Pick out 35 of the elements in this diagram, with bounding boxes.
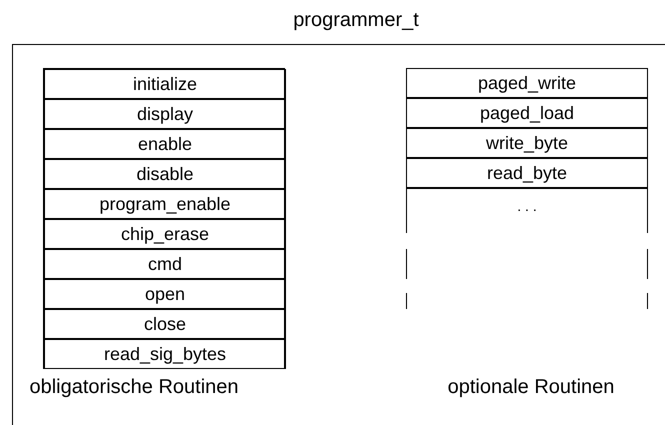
table-caption: obligatorische Routinen (28, 376, 240, 399)
routine-name: read_byte (486, 162, 568, 184)
table-row (44, 99, 286, 129)
table-row (406, 158, 648, 188)
table-row (44, 249, 286, 279)
routine-name: program_enable (98, 193, 232, 215)
table-row (406, 98, 648, 128)
routine-name: chip_erase (120, 223, 210, 245)
routine-table (43, 68, 285, 369)
routine-name: enable (136, 133, 194, 155)
table-row (44, 189, 286, 219)
routine-name: paged_load (478, 102, 576, 124)
routine-name: display (136, 103, 194, 125)
routine-name: paged_write (476, 72, 578, 94)
table-row (44, 219, 286, 249)
table-row (406, 128, 648, 158)
ellipsis: . . . (516, 197, 538, 216)
table-row (44, 279, 286, 309)
routine-name: write_byte (484, 132, 570, 154)
struct-title: programmer_t (292, 9, 420, 32)
routine-name: close (142, 313, 188, 335)
routine-name: read_sig_bytes (102, 343, 228, 365)
routine-name: cmd (146, 253, 183, 275)
table-row (44, 129, 286, 159)
table-caption: optionale Routinen (446, 376, 616, 399)
table-continuation (406, 188, 648, 311)
routine-name: initialize (132, 73, 198, 95)
routine-name: open (144, 283, 186, 305)
table-row (44, 309, 286, 339)
table-row (406, 68, 648, 98)
routine-name: disable (135, 163, 195, 185)
open-routine-table (406, 68, 648, 311)
table-row (44, 159, 286, 189)
table-row (44, 69, 286, 99)
table-row (44, 339, 286, 369)
